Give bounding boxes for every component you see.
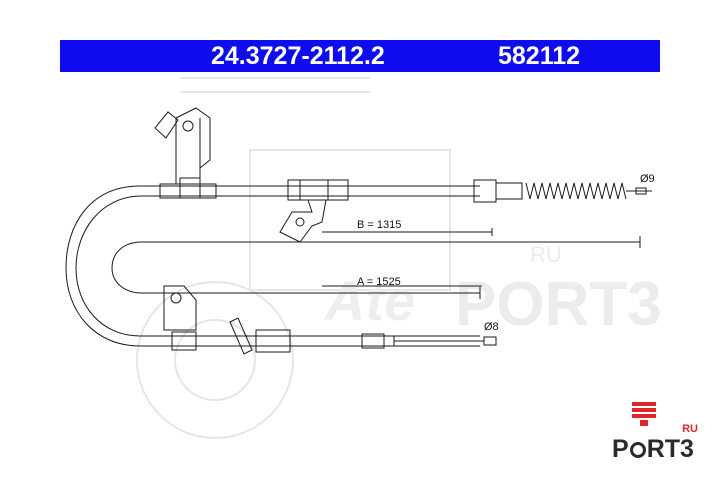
port3-logo: RU P RT3 [612,402,702,464]
piston-icon [632,402,656,426]
bottom-end-nut [383,335,395,347]
top-bracket-ear [154,111,179,139]
top-end-nut [473,179,497,203]
logo-ru: RU [682,423,698,435]
diameter-top-label: Ø9 [640,173,655,185]
bottom-clip [229,317,253,355]
top-bracket-clip [179,177,201,199]
outer-cable [65,185,175,347]
top-end-sleeve [495,182,523,200]
watermark-ru: RU [530,242,562,267]
top-spring [525,182,627,200]
diameter-bottom-label: Ø8 [484,321,499,333]
bottom-bracket [163,285,197,331]
watermark-ring [136,281,294,439]
top-bracket [175,107,211,184]
cable-lines [65,107,652,355]
watermark-port: PORT3 [455,270,662,339]
bottom-nipple [483,336,497,346]
bottom-bracket-hole [170,292,182,304]
watermark-brand: Ate [323,269,415,332]
outer-cable-inner [75,195,175,337]
bottom-ferrule [171,331,197,351]
bottom-mid-clip [255,329,291,353]
watermark-box [249,149,451,291]
logo-word: P RT3 [612,435,694,464]
watermark-ring-inner [174,319,256,401]
top-bracket-hole [182,120,194,132]
dim-b-label: B = 1315 [357,219,401,231]
title-bar: 24.3727-2112.2 582112 [60,40,660,72]
dim-a-label: A = 1525 [357,276,401,288]
logo-o-icon [629,442,646,458]
top-mid-clip [287,179,349,201]
part-number: 24.3727-2112.2 [211,42,385,70]
logo-p: P [612,435,629,463]
top-mid-hole [295,217,305,227]
dimension-loop [111,241,640,294]
watermark [136,77,451,439]
top-mid-bracket [279,199,327,243]
reference-number: 582112 [498,42,581,70]
logo-rt3: RT3 [646,435,694,463]
top-nipple [635,187,647,195]
